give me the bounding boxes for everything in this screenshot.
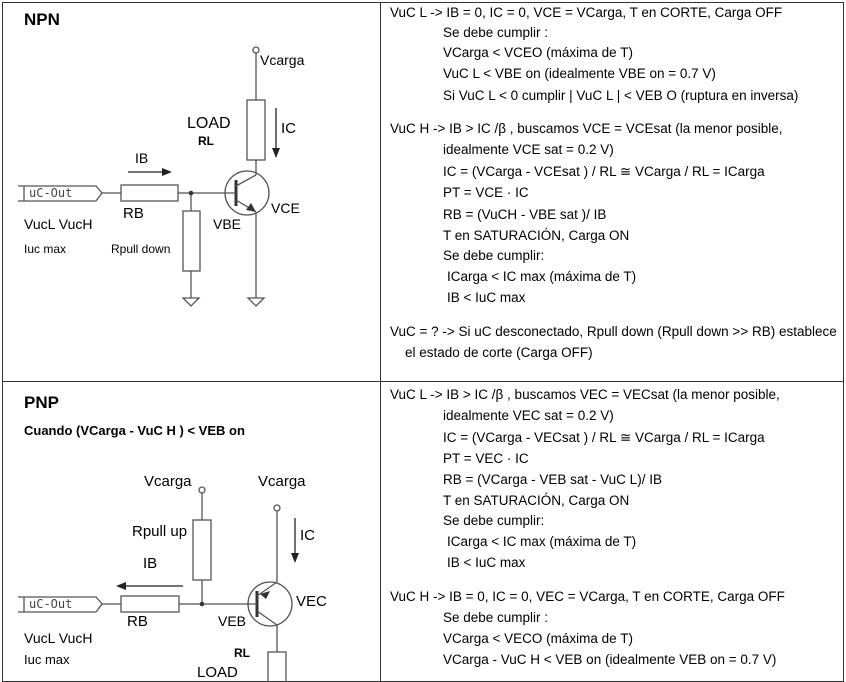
pnp-rpull-up-resistor [192,519,212,581]
npn-line-12: ICarga < IC max (máxima de T) [447,269,637,284]
pnp-vcarga-terminal-1 [198,486,206,494]
pnp-line-12: VCarga - VuC H < VEB on (idealmente VEB … [443,652,777,667]
pnp-circuit-diagram [18,486,299,682]
pnp-iuc-max-label: Iuc max [24,652,70,667]
pnp-ib-label: IB [143,555,158,572]
npn-rpull-down-resistor [182,210,201,272]
pnp-vcarga-terminal-2 [273,504,281,512]
pnp-line-0: VuC L -> IB > IC /β , buscamos VEC = VEC… [390,387,780,402]
npn-line-8: PT = VCE · IC [443,185,529,200]
npn-vce-label: VCE [271,200,300,216]
npn-rpull-down-label: Rpull down [111,242,171,256]
npn-rl-label: RL [198,134,214,148]
npn-line-11: Se debe cumplir: [443,248,545,263]
npn-ic-arrow [272,148,280,158]
npn-line-5: VuC H -> IB > IC /β , buscamos VCE = VCE… [390,121,783,136]
pnp-ib-arrow [116,582,126,590]
pnp-line-6: Se debe cumplir: [443,513,545,528]
pnp-vcarga-label-1: Vcarga [144,473,192,490]
pnp-uc-out-box [18,596,103,613]
row-divider [2,381,844,382]
pnp-line-1: idealmente VEC sat = 0.2 V) [443,408,614,423]
npn-line-7: IC = (VCarga - VCEsat ) / RL ≅ VCarga / … [443,164,765,179]
pnp-line-7: ICarga < IC max (máxima de T) [447,534,637,549]
npn-line-0: VuC L -> IB = 0, IC = 0, VCE = VCarga, T… [390,5,783,20]
npn-line-1: Se debe cumplir : [443,25,549,40]
npn-iuc-max-label: Iuc max [24,242,67,256]
npn-ic-label: IC [281,120,296,137]
pnp-rpull-up-label: Rpull up [132,523,188,540]
npn-title: NPN [24,10,60,29]
npn-vcarga-terminal [252,46,260,54]
npn-ib-label: IB [135,150,149,166]
npn-line-6: idealmente VCE sat = 0.2 V) [443,142,614,157]
npn-emitter-arrow [246,203,256,212]
pnp-line-4: RB = (VCarga - VEB sat - VuC L)/ IB [443,472,662,487]
pnp-veb-label: VEB [218,613,247,629]
pnp-line-3: PT = VEC · IC [443,451,529,466]
pnp-load-label: LOAD [197,664,238,681]
npn-load-label: LOAD [187,115,231,132]
npn-ib-arrow [162,168,172,176]
pnp-vcarga-label-2: Vcarga [258,473,306,490]
npn-load-resistor [246,99,266,161]
pnp-emitter-arrow [260,591,270,599]
npn-line-10: T en SATURACIÓN, Carga ON [443,228,630,243]
npn-ground-1 [181,297,201,307]
pnp-ic-arrow [291,553,299,563]
pnp-vucl-vuch-label: VucL VucH [24,630,93,646]
npn-rb-resistor [120,184,179,202]
pnp-line-8: IB < IuC max [447,555,526,570]
npn-line-14: VuC = ? -> Si uC desconectado, Rpull dow… [390,324,837,339]
npn-circuit-diagram [18,46,280,307]
npn-vcarga-label: Vcarga [260,52,305,68]
pnp-title: PNP [24,393,59,412]
npn-uc-out-box [18,185,103,202]
npn-line-13: IB < IuC max [447,290,526,305]
pnp-line-5: T en SATURACIÓN, Carga ON [443,493,630,508]
npn-line-3: VuC L < VBE on (idealmente VBE on = 0.7 … [443,66,716,81]
npn-vucl-vuch-label: VucL VucH [24,216,93,232]
pnp-line-10: Se debe cumplir : [443,610,549,625]
pnp-condition: Cuando (VCarga - VuC H ) < VEB on [24,423,245,438]
column-divider [380,2,381,682]
npn-vbe-label: VBE [213,216,242,232]
pnp-rb-label: RB [127,613,148,630]
npn-line-9: RB = (VuCH - VBE sat )/ IB [443,207,607,222]
pnp-line-11: VCarga < VECO (máxima de T) [443,631,633,646]
npn-uc-out-label: uC-Out [29,186,73,200]
npn-line-2: VCarga < VCEO (máxima de T) [443,45,633,60]
npn-rb-label: RB [123,205,144,222]
pnp-vec-label: VEC [296,593,327,610]
pnp-line-2: IC = (VCarga - VECsat ) / RL ≅ VCarga / … [443,430,765,445]
pnp-uc-out-label: uC-Out [29,597,73,611]
pnp-rl-label: RL [234,646,250,660]
pnp-ic-label: IC [300,527,315,544]
pnp-line-9: VuC H -> IB = 0, IC = 0, VEC = VCarga, T… [390,589,785,604]
npn-ground-2 [246,297,266,307]
npn-line-4: Si VuC L < 0 cumplir | VuC L | < VEB O (… [443,88,799,103]
pnp-rb-resistor [120,595,180,613]
npn-line-15: el estado de corte (Carga OFF) [405,345,593,360]
pnp-load-resistor [267,651,287,682]
